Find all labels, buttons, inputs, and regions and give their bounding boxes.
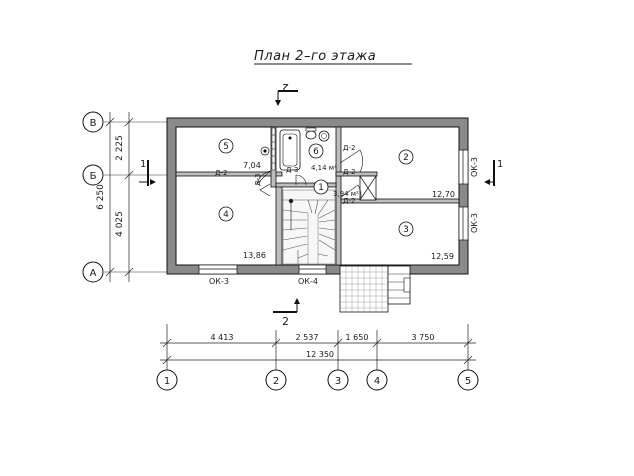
column-axis-markers: 1 2 3 4 5 xyxy=(156,369,479,391)
dim-vertical-total: 6 250 xyxy=(96,184,106,210)
plan-title: План 2–го этажа xyxy=(254,49,376,64)
dim-horizontal-total: 12 350 xyxy=(306,350,334,359)
room-area-4: 13,86 xyxy=(243,251,266,260)
toilet xyxy=(305,127,317,140)
room-1: 1 3,94 м² xyxy=(313,179,359,198)
section-label-right: 1 xyxy=(497,159,503,170)
exterior-porch xyxy=(339,265,411,313)
radiator xyxy=(271,127,276,171)
ventilation-shaft xyxy=(359,175,377,201)
section-mark-right: 1 xyxy=(484,159,503,186)
room-3: 3 12,59 xyxy=(398,221,454,261)
section-label-top: 2 xyxy=(282,81,289,94)
bathtub xyxy=(279,129,301,171)
room-2: 2 12,70 xyxy=(398,149,455,199)
dim-horizontal-4: 3 750 xyxy=(412,333,435,342)
windows xyxy=(198,149,469,275)
room-area-3: 12,59 xyxy=(431,252,454,261)
axis-col-3: 3 xyxy=(335,376,341,387)
room-number-6: 6 xyxy=(313,147,319,157)
axis-col-5: 5 xyxy=(465,376,471,387)
room-6: 6 4,14 м² xyxy=(308,143,337,172)
dim-horizontal-1: 4 413 xyxy=(211,333,234,342)
sink xyxy=(318,130,330,142)
door-swings xyxy=(256,149,363,199)
room-area-6: 4,14 м² xyxy=(311,164,337,172)
staircase xyxy=(282,189,336,265)
door-label-d2-room3: Д-2 xyxy=(343,197,355,205)
axis-col-4: 4 xyxy=(374,376,380,387)
window-label-ok4: ОК-4 xyxy=(298,277,318,286)
dim-horizontal-3: 1 650 xyxy=(346,333,369,342)
room-number-4: 4 xyxy=(223,210,229,220)
axis-row-v: В xyxy=(90,118,97,129)
window-label-ok3-right-top: ОК-3 xyxy=(470,157,479,177)
outer-walls xyxy=(166,117,469,275)
dim-vertical-2: 4 025 xyxy=(115,211,125,237)
room-number-1: 1 xyxy=(318,183,324,193)
horizontal-dim-lines xyxy=(160,324,476,370)
room-number-5: 5 xyxy=(223,142,229,152)
section-mark-bottom: 2 xyxy=(273,298,300,328)
axis-col-1: 1 xyxy=(164,376,170,387)
dim-vertical-1: 2 225 xyxy=(115,135,125,161)
room-number-2: 2 xyxy=(403,153,409,163)
section-mark-left: 1 xyxy=(139,159,156,186)
section-label-bottom: 2 xyxy=(282,315,289,328)
axis-row-a: А xyxy=(90,268,97,279)
row-axis-markers: В Б А xyxy=(82,111,104,283)
section-label-left: 1 xyxy=(140,159,146,170)
room-5: 5 7,04 xyxy=(218,138,261,170)
room-area-2: 12,70 xyxy=(432,190,455,199)
room-area-1: 3,94 м² xyxy=(333,190,359,198)
vertical-dim-lines xyxy=(105,112,134,282)
door-label-d3-left: Д-3 xyxy=(254,174,262,186)
window-label-ok3-bottom: ОК-3 xyxy=(209,277,229,286)
door-label-d3-bath: Д-3 xyxy=(286,166,298,174)
window-label-ok3-right-bottom: ОК-3 xyxy=(470,213,479,233)
axis-row-b: Б xyxy=(90,171,97,182)
door-label-d2-left: Д-2 xyxy=(215,169,227,177)
door-label-d2-room2: Д-2 xyxy=(343,144,355,152)
room-area-5: 7,04 xyxy=(243,161,261,170)
axis-col-2: 2 xyxy=(273,376,279,387)
section-mark-top: 2 xyxy=(275,81,298,106)
room-number-3: 3 xyxy=(403,225,409,235)
row-axes xyxy=(104,121,170,273)
door-label-d2-hall: Д-2 xyxy=(343,168,355,176)
boiler xyxy=(260,146,270,156)
room-4: 4 13,86 xyxy=(218,206,266,260)
dim-horizontal-2: 2 537 xyxy=(296,333,319,342)
